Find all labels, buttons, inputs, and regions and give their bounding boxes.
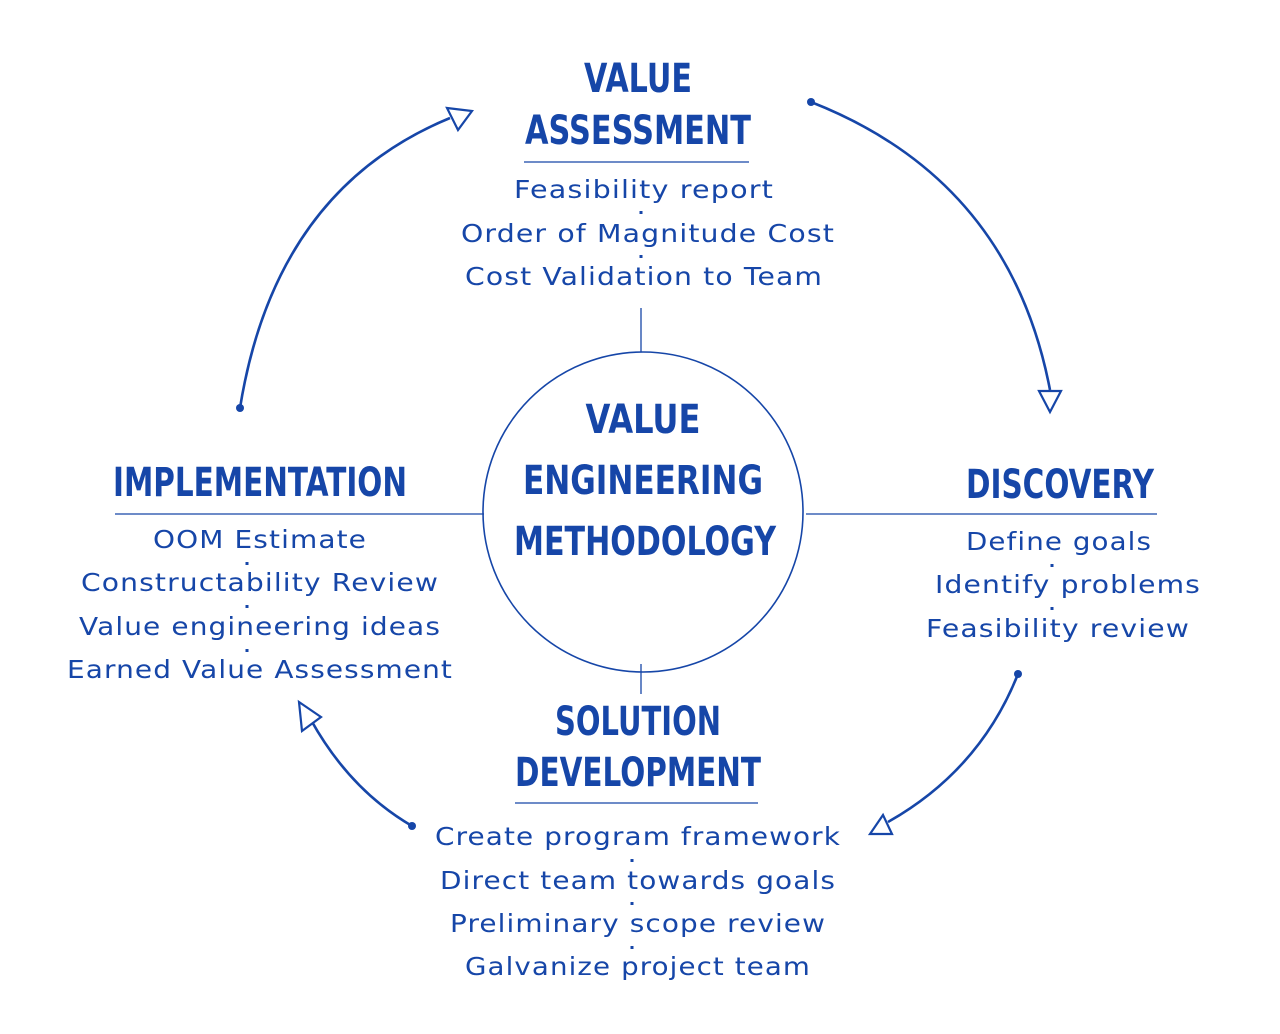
solution-development-item: Create program framework bbox=[435, 822, 841, 851]
separator-dot bbox=[630, 946, 634, 949]
separator-dot bbox=[245, 562, 249, 565]
separator-dot bbox=[639, 255, 643, 258]
implementation-item: Value engineering ideas bbox=[79, 612, 441, 641]
center-circle bbox=[482, 351, 804, 673]
arrow-discovery-to-solution-development bbox=[867, 670, 1022, 836]
separator-dot bbox=[639, 211, 643, 214]
center-title-line-1: VALUE bbox=[586, 397, 701, 443]
discovery-item: Identify problems bbox=[935, 570, 1201, 599]
open-triangle-arrowhead-icon bbox=[1037, 389, 1063, 415]
arc-top-right bbox=[810, 100, 1052, 391]
implementation-item: OOM Estimate bbox=[153, 525, 367, 554]
solution-development-item: Galvanize project team bbox=[465, 952, 811, 981]
open-triangle-arrowhead-icon bbox=[867, 812, 894, 836]
arc-bottom-left bbox=[309, 719, 413, 828]
arc-bottom-right bbox=[887, 673, 1020, 824]
solution-development-item: Direct team towards goals bbox=[440, 866, 836, 895]
arrow-value-assessment-to-discovery bbox=[807, 98, 1063, 415]
separator-dot bbox=[630, 902, 634, 905]
value-assessment-item: Cost Validation to Team bbox=[465, 262, 823, 291]
dot-endpoint-icon bbox=[236, 404, 244, 412]
stage-solution-development: SOLUTION DEVELOPMENT Create program fram… bbox=[435, 699, 841, 981]
discovery-title: DISCOVERY bbox=[966, 462, 1155, 508]
dot-endpoint-icon bbox=[408, 822, 416, 830]
separator-dot bbox=[245, 605, 249, 608]
stage-implementation: IMPLEMENTATION OOM Estimate Constructabi… bbox=[67, 460, 453, 684]
discovery-item: Define goals bbox=[966, 527, 1152, 556]
stage-discovery: DISCOVERY Define goals Identify problems… bbox=[926, 462, 1201, 643]
discovery-item: Feasibility review bbox=[926, 614, 1190, 643]
separator-dot bbox=[630, 859, 634, 862]
solution-development-item: Preliminary scope review bbox=[450, 909, 826, 938]
center-title-line-3: METHODOLOGY bbox=[514, 519, 777, 565]
implementation-item: Earned Value Assessment bbox=[67, 655, 453, 684]
separator-dot bbox=[1050, 564, 1054, 567]
separator-dot bbox=[245, 649, 249, 652]
arrow-implementation-to-value-assessment bbox=[236, 106, 475, 412]
implementation-title: IMPLEMENTATION bbox=[113, 460, 407, 506]
solution-development-title-line-1: SOLUTION bbox=[555, 699, 721, 745]
dot-endpoint-icon bbox=[807, 98, 815, 106]
stage-value-assessment: VALUE ASSESSMENT Feasibility report Orde… bbox=[461, 56, 835, 291]
arrow-solution-development-to-implementation bbox=[297, 699, 416, 830]
dot-endpoint-icon bbox=[1014, 670, 1022, 678]
open-triangle-arrowhead-icon bbox=[297, 699, 323, 734]
value-assessment-title-line-2: ASSESSMENT bbox=[525, 108, 752, 154]
solution-development-title-line-2: DEVELOPMENT bbox=[515, 750, 762, 796]
center-title-line-2: ENGINEERING bbox=[523, 458, 763, 504]
value-assessment-title-line-1: VALUE bbox=[584, 56, 692, 102]
value-assessment-item: Order of Magnitude Cost bbox=[461, 219, 835, 248]
separator-dot bbox=[1050, 607, 1054, 610]
open-triangle-arrowhead-icon bbox=[445, 106, 475, 133]
arc-top-left bbox=[238, 116, 451, 409]
value-assessment-item: Feasibility report bbox=[514, 175, 774, 204]
implementation-item: Constructability Review bbox=[81, 568, 439, 597]
